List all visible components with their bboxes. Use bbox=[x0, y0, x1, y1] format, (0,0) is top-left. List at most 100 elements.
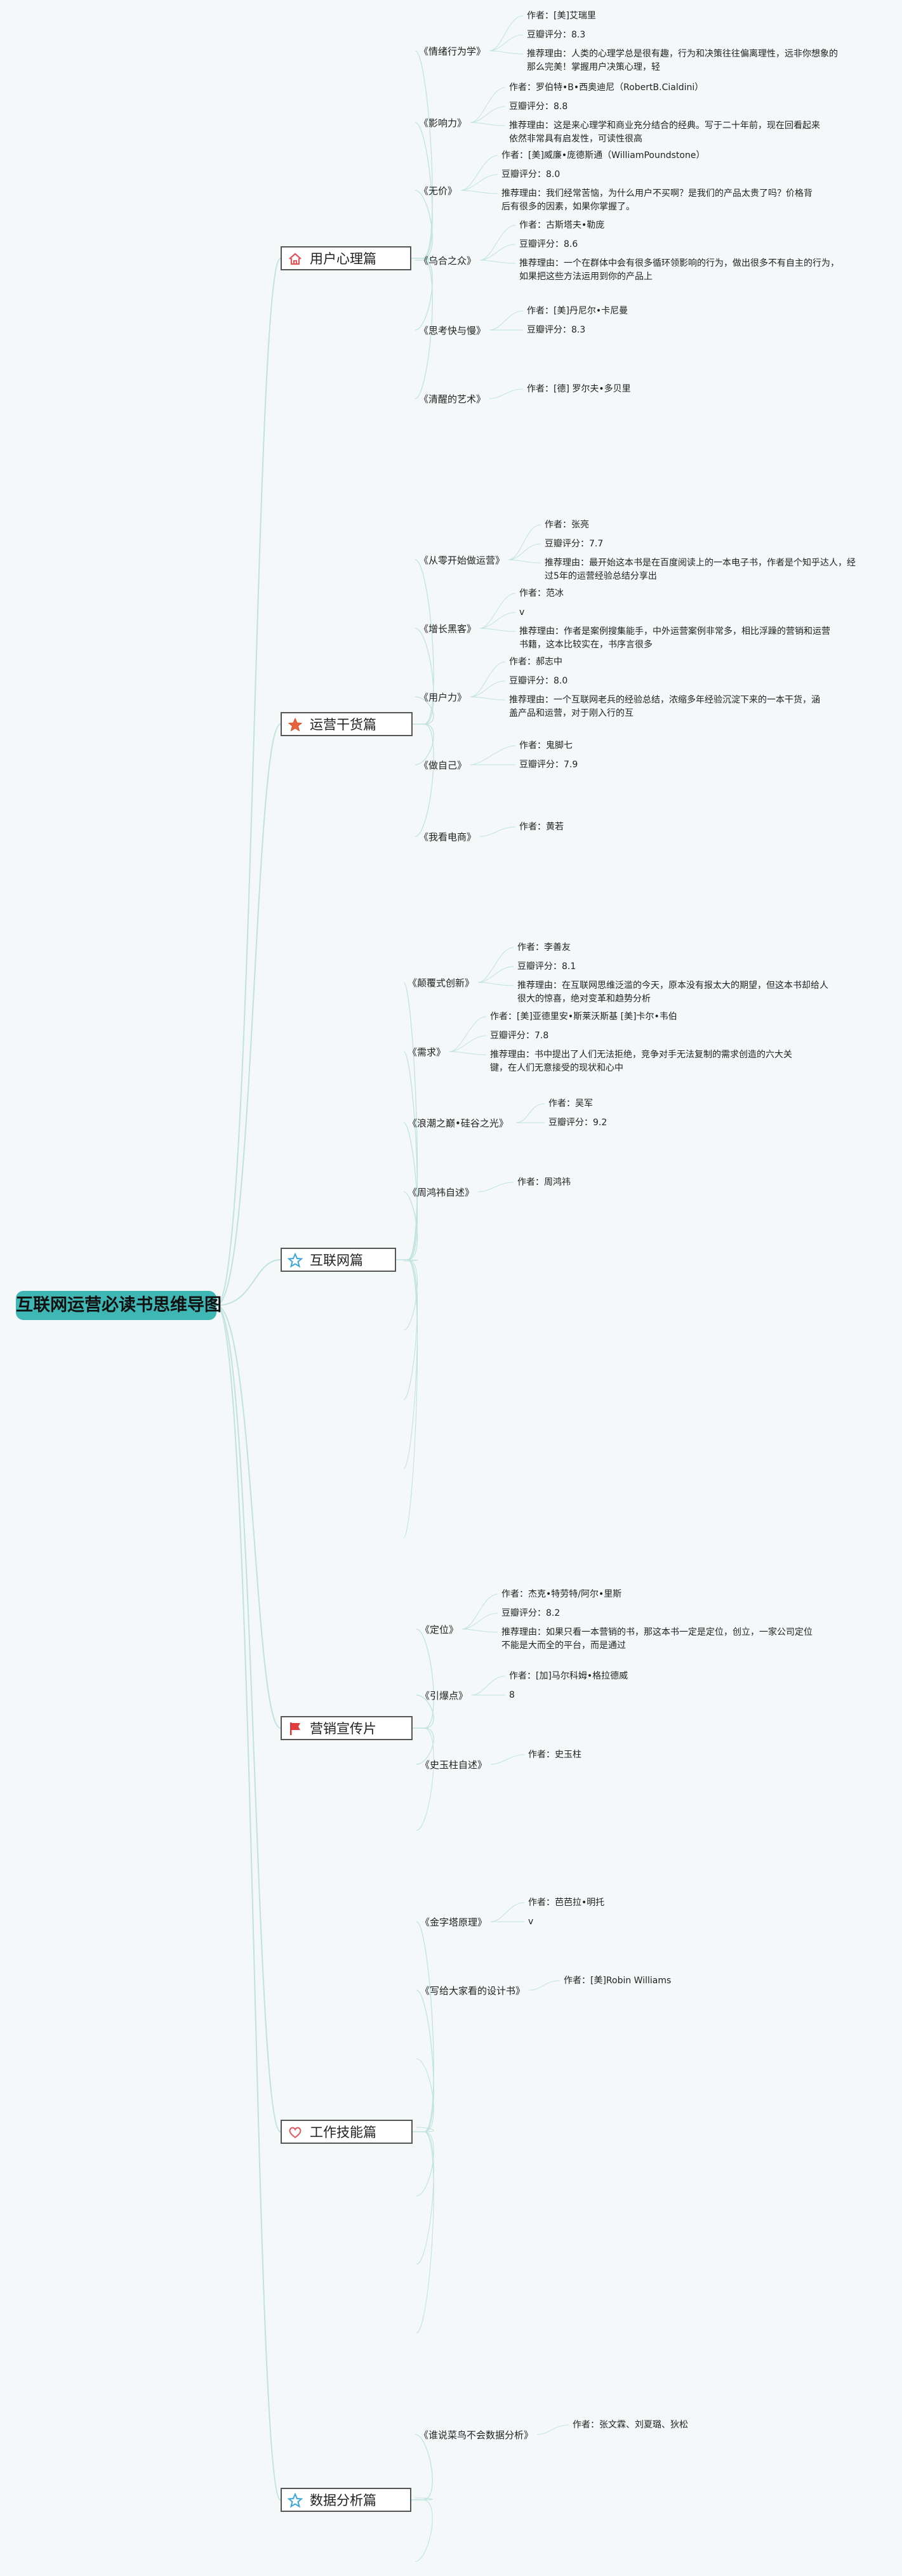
flag-icon bbox=[290, 1722, 300, 1735]
category-to-book-link bbox=[415, 258, 433, 331]
empty-branch-link bbox=[403, 1259, 418, 1538]
category-label: 用户心理篇 bbox=[310, 251, 376, 267]
book-title[interactable]: 《影响力》 bbox=[419, 117, 467, 129]
root-to-category-link bbox=[216, 723, 281, 1306]
category-to-book-link bbox=[415, 258, 433, 261]
detail-line: 作者：鬼脚七 bbox=[519, 741, 573, 751]
detail-line: 豆瓣评分：7.9 bbox=[519, 760, 578, 770]
detail-line: 推荐理由：最开始这本书是在百度阅读上的一本电子书，作者是个知乎达人，经 bbox=[545, 558, 856, 568]
root-to-category-link bbox=[216, 1305, 281, 2132]
category-node[interactable]: 工作技能篇 bbox=[281, 2120, 413, 2144]
book-detail: 作者：黄若 bbox=[519, 821, 849, 834]
book-title[interactable]: 《清醒的艺术》 bbox=[419, 393, 486, 405]
category-label: 营销宣传片 bbox=[310, 1721, 376, 1736]
book-to-detail-link bbox=[489, 50, 524, 55]
detail-line: 作者：吴军 bbox=[548, 1099, 593, 1109]
book-to-detail-link bbox=[508, 543, 541, 560]
book-detail: 作者：史玉柱 bbox=[528, 1748, 858, 1762]
category-to-book-link bbox=[415, 2434, 433, 2500]
category-label: 互联网篇 bbox=[310, 1253, 363, 1268]
book-title[interactable]: 《无价》 bbox=[419, 185, 458, 197]
book-to-detail-link bbox=[477, 947, 514, 983]
book-to-detail-link bbox=[490, 1754, 525, 1765]
book-title[interactable]: 《颠覆式创新》 bbox=[408, 977, 475, 989]
book-title[interactable]: 《增长黑客》 bbox=[419, 623, 477, 635]
book-to-detail-link bbox=[515, 1103, 545, 1123]
category-to-book-link bbox=[403, 982, 418, 1260]
star-outline-icon bbox=[288, 2493, 303, 2508]
book-title[interactable]: 《我看电商》 bbox=[419, 831, 477, 843]
book-title[interactable]: 《写给大家看的设计书》 bbox=[420, 1985, 526, 1997]
book-to-detail-link bbox=[479, 593, 516, 629]
category-to-book-link bbox=[415, 50, 433, 259]
book-to-detail-link bbox=[489, 388, 524, 399]
category-node[interactable]: 互联网篇 bbox=[281, 1248, 396, 1272]
detail-line: 豆瓣评分：7.8 bbox=[490, 1031, 549, 1041]
book-title[interactable]: 《做自己》 bbox=[419, 760, 467, 771]
book-title[interactable]: 《定位》 bbox=[420, 1624, 459, 1635]
book-detail: 作者：鬼脚七 bbox=[519, 739, 849, 753]
book-title[interactable]: 《用户力》 bbox=[419, 692, 467, 703]
root-to-category-link bbox=[216, 1305, 281, 1729]
book-title[interactable]: 《需求》 bbox=[408, 1047, 446, 1058]
detail-line: 作者：张亮 bbox=[545, 520, 589, 530]
detail-line: 作者：古斯塔夫•勒庞 bbox=[519, 220, 605, 230]
category-node[interactable]: 营销宣传片 bbox=[281, 1716, 413, 1740]
book-to-detail-link bbox=[470, 106, 506, 123]
category-to-book-link bbox=[415, 628, 434, 725]
book-title[interactable]: 《乌合之众》 bbox=[419, 255, 477, 267]
category-node[interactable]: 数据分析篇 bbox=[281, 2488, 411, 2512]
book-title[interactable]: 《周鸿祎自述》 bbox=[408, 1187, 475, 1198]
book-detail: 推荐理由：如果只看一本营销的书，那这本书一定是定位，创立，一家公司定位不能是大而… bbox=[501, 1626, 832, 1653]
book-detail: 豆瓣评分：7.9 bbox=[519, 758, 849, 772]
empty-branch-link bbox=[416, 2131, 434, 2334]
book-to-detail-link bbox=[479, 628, 516, 632]
book-to-detail-link bbox=[470, 661, 506, 697]
empty-branch-link bbox=[403, 1259, 418, 1331]
detail-line: 作者：黄若 bbox=[519, 822, 564, 832]
detail-line: 推荐理由：我们经常苦恼，为什么用户不买啊？是我们的产品太贵了吗？价格背 bbox=[501, 188, 812, 199]
book-detail: 推荐理由：一个在群体中会有很多循环领影响的行为，做出很多不有自主的行为，如果把这… bbox=[519, 257, 849, 284]
detail-line: v bbox=[519, 607, 525, 618]
book-detail: 推荐理由：在互联网思维泛滥的今天，原本没有报太大的期望，但这本书却给人很大的惊喜… bbox=[517, 979, 847, 1006]
detail-line: 作者：[美]亚德里安•斯莱沃斯基 [美]卡尔•韦伯 bbox=[490, 1012, 677, 1022]
root-to-category-link bbox=[216, 258, 281, 1306]
book-detail: 推荐理由：最开始这本书是在百度阅读上的一本电子书，作者是个知乎达人，经过5年的运… bbox=[545, 557, 875, 583]
book-detail: 豆瓣评分：7.8 bbox=[490, 1029, 820, 1043]
book-title[interactable]: 《从零开始做运营》 bbox=[419, 555, 505, 566]
root-topic[interactable]: 互联网运营必读书思维导图 bbox=[16, 1291, 222, 1320]
book-to-detail-link bbox=[489, 34, 524, 51]
book-title[interactable]: 《浪潮之巅•硅谷之光》 bbox=[408, 1118, 508, 1129]
detail-line: 盖产品和运营，对于刚入行的互 bbox=[509, 708, 633, 718]
book-title[interactable]: 《思考快与慢》 bbox=[419, 325, 486, 336]
book-detail: 作者：芭芭拉•明托 bbox=[528, 1896, 858, 1910]
book-detail: 豆瓣评分：8.6 bbox=[519, 238, 849, 251]
book-title[interactable]: 《情绪行为学》 bbox=[419, 46, 486, 57]
detail-line: 推荐理由：一个互联网老兵的经验总结，浓缩多年经验沉淀下来的一本干货，涵 bbox=[509, 695, 820, 705]
book-to-detail-link bbox=[470, 122, 506, 126]
category-node[interactable]: 运营干货篇 bbox=[281, 712, 413, 736]
book-to-detail-link bbox=[508, 524, 541, 560]
root-to-category-link bbox=[216, 1305, 281, 2500]
book-title[interactable]: 《谁说菜鸟不会数据分析》 bbox=[419, 2429, 534, 2441]
book-to-detail-link bbox=[470, 745, 516, 765]
book-detail: 豆瓣评分：8.3 bbox=[527, 324, 857, 337]
category-to-book-link bbox=[403, 1051, 418, 1260]
book-to-detail-link bbox=[479, 260, 516, 264]
category-node[interactable]: 用户心理篇 bbox=[281, 246, 411, 270]
category-to-book-link bbox=[416, 1990, 434, 2132]
book-detail: 作者：周鸿祎 bbox=[517, 1176, 847, 1189]
detail-line: 作者：[美]艾瑞里 bbox=[527, 11, 596, 21]
book-to-detail-link bbox=[461, 1628, 498, 1633]
book-title[interactable]: 《金字塔原理》 bbox=[420, 1917, 487, 1928]
book-detail: 豆瓣评分：8.0 bbox=[501, 168, 832, 182]
home-icon bbox=[289, 253, 302, 265]
empty-branch-link bbox=[415, 2499, 433, 2562]
empty-branch-link bbox=[416, 1727, 434, 1831]
book-detail: v bbox=[528, 1915, 858, 1929]
book-to-detail-link bbox=[489, 15, 524, 51]
book-detail: 作者：古斯塔夫•勒庞 bbox=[519, 219, 849, 232]
book-title[interactable]: 《引爆点》 bbox=[420, 1690, 468, 1701]
book-title[interactable]: 《史玉柱自述》 bbox=[420, 1759, 487, 1771]
detail-line: 作者：张文霖、刘夏璐、狄松 bbox=[573, 2420, 688, 2430]
